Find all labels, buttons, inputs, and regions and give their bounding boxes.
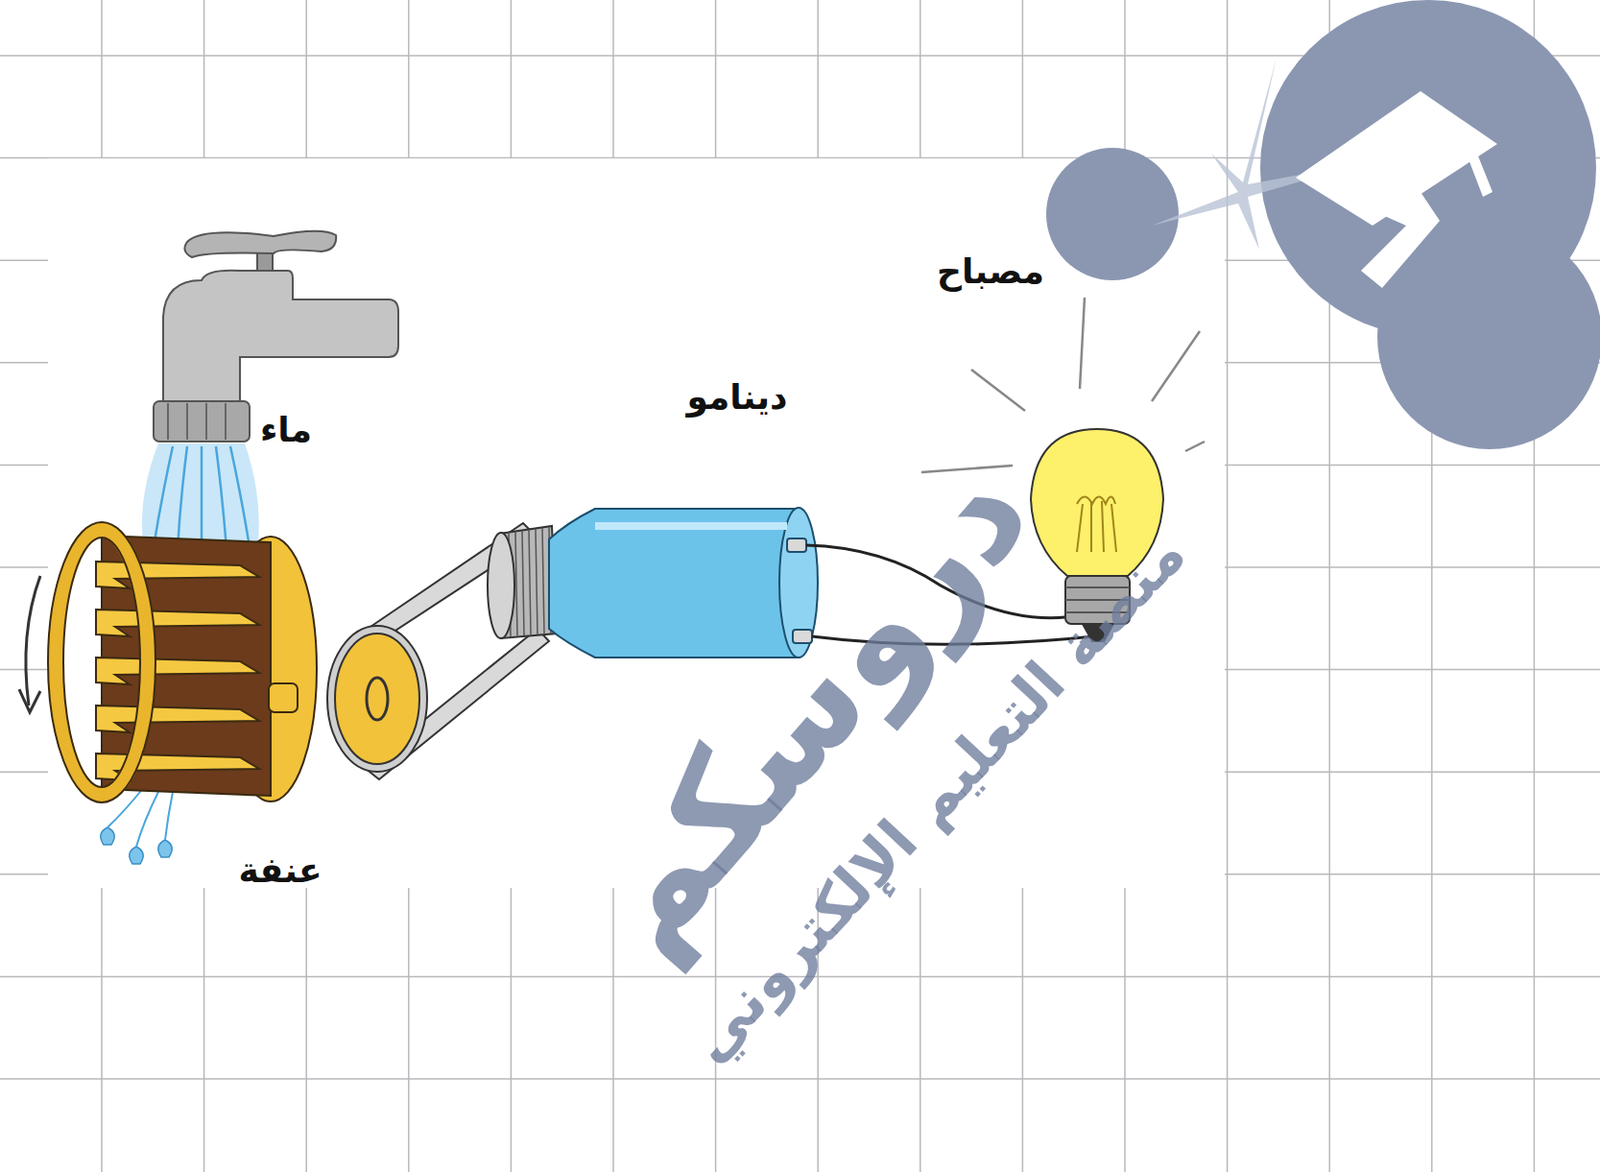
part-label: دينامو bbox=[686, 377, 788, 417]
watermark-logo bbox=[1046, 0, 1600, 450]
part-label: ماء bbox=[260, 409, 312, 450]
belt bbox=[327, 523, 557, 780]
turbine-blade bbox=[95, 609, 260, 637]
pulley-rib bbox=[515, 531, 518, 637]
pulley-rib bbox=[528, 529, 531, 636]
turbine-blade bbox=[95, 705, 260, 733]
grid-line bbox=[0, 1077, 1600, 1080]
pulley-rib bbox=[542, 527, 545, 635]
rotation-arrow bbox=[19, 575, 41, 713]
part-label: مصباح bbox=[936, 251, 1045, 291]
part-label: عنفة bbox=[238, 850, 322, 890]
pulley-rib bbox=[522, 530, 525, 636]
turbine bbox=[47, 522, 317, 803]
turbine-blade bbox=[95, 657, 260, 685]
turbine-blade bbox=[95, 561, 260, 589]
pulley-rib bbox=[535, 528, 538, 635]
